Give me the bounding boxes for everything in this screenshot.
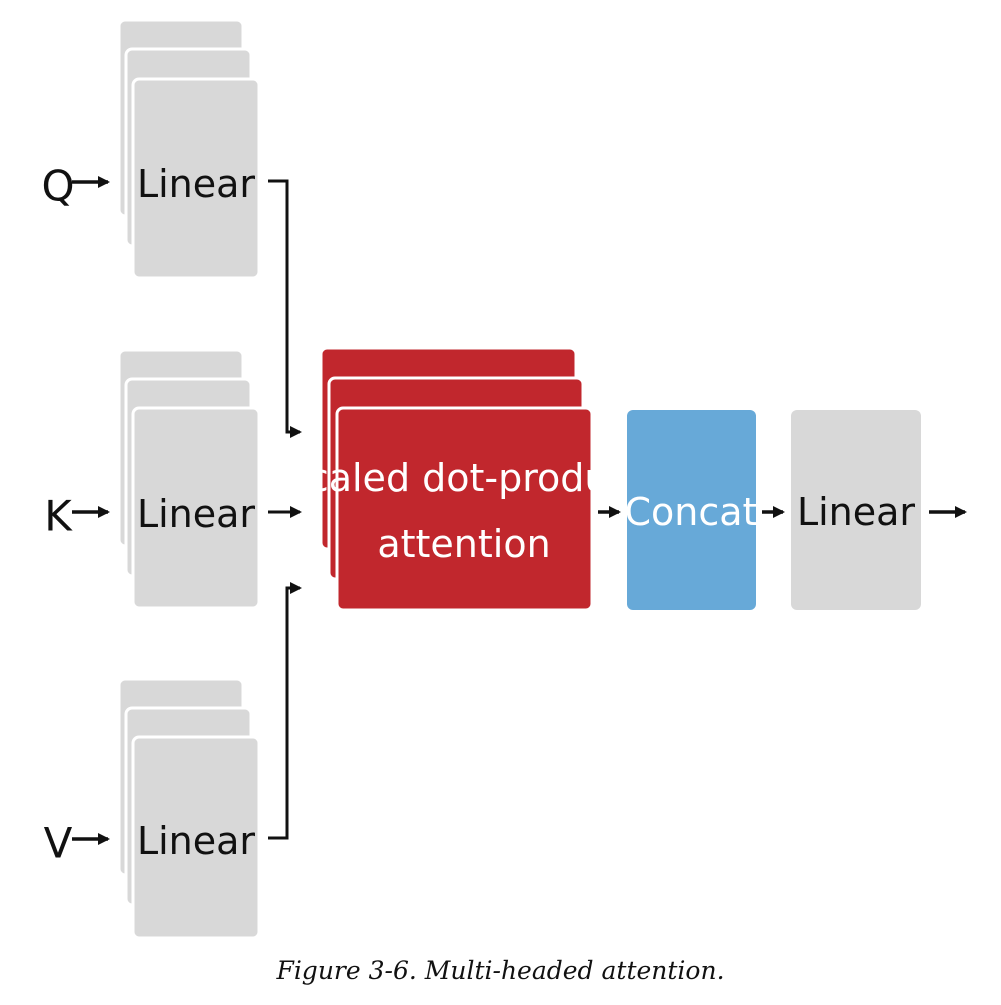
output-linear-label: Linear	[797, 490, 915, 534]
concat-box	[627, 410, 756, 610]
q-linear-layer-front	[131, 77, 261, 280]
v-linear-label: Linear	[137, 819, 255, 863]
v-linear-layer-front	[131, 735, 261, 940]
attention-layer-front	[335, 406, 594, 612]
k-linear-layer-front	[131, 406, 261, 610]
q-linear-stack: Linear	[117, 18, 261, 280]
concat-block: Concat	[625, 410, 758, 610]
attention-label-line2: attention	[377, 522, 550, 566]
q-input-label: Q	[41, 162, 74, 211]
v-linear-stack: Linear	[117, 677, 261, 940]
figure-caption: Figure 3-6. Multi-headed attention.	[276, 956, 725, 985]
k-linear-stack: Linear	[117, 348, 261, 610]
k-input-label: K	[44, 492, 73, 541]
output-linear-block: Linear	[791, 410, 921, 610]
v-input-label: V	[44, 819, 73, 868]
k-linear-label: Linear	[137, 492, 255, 536]
attention-stack: Scaled dot-product attention	[284, 346, 645, 612]
q-to-attention-connector	[268, 179, 302, 438]
concat-label: Concat	[625, 490, 758, 534]
q-linear-label: Linear	[137, 162, 255, 206]
attention-label-line1: Scaled dot-product	[284, 456, 645, 500]
v-to-attention-connector	[268, 582, 302, 840]
output-linear-box	[791, 410, 921, 610]
